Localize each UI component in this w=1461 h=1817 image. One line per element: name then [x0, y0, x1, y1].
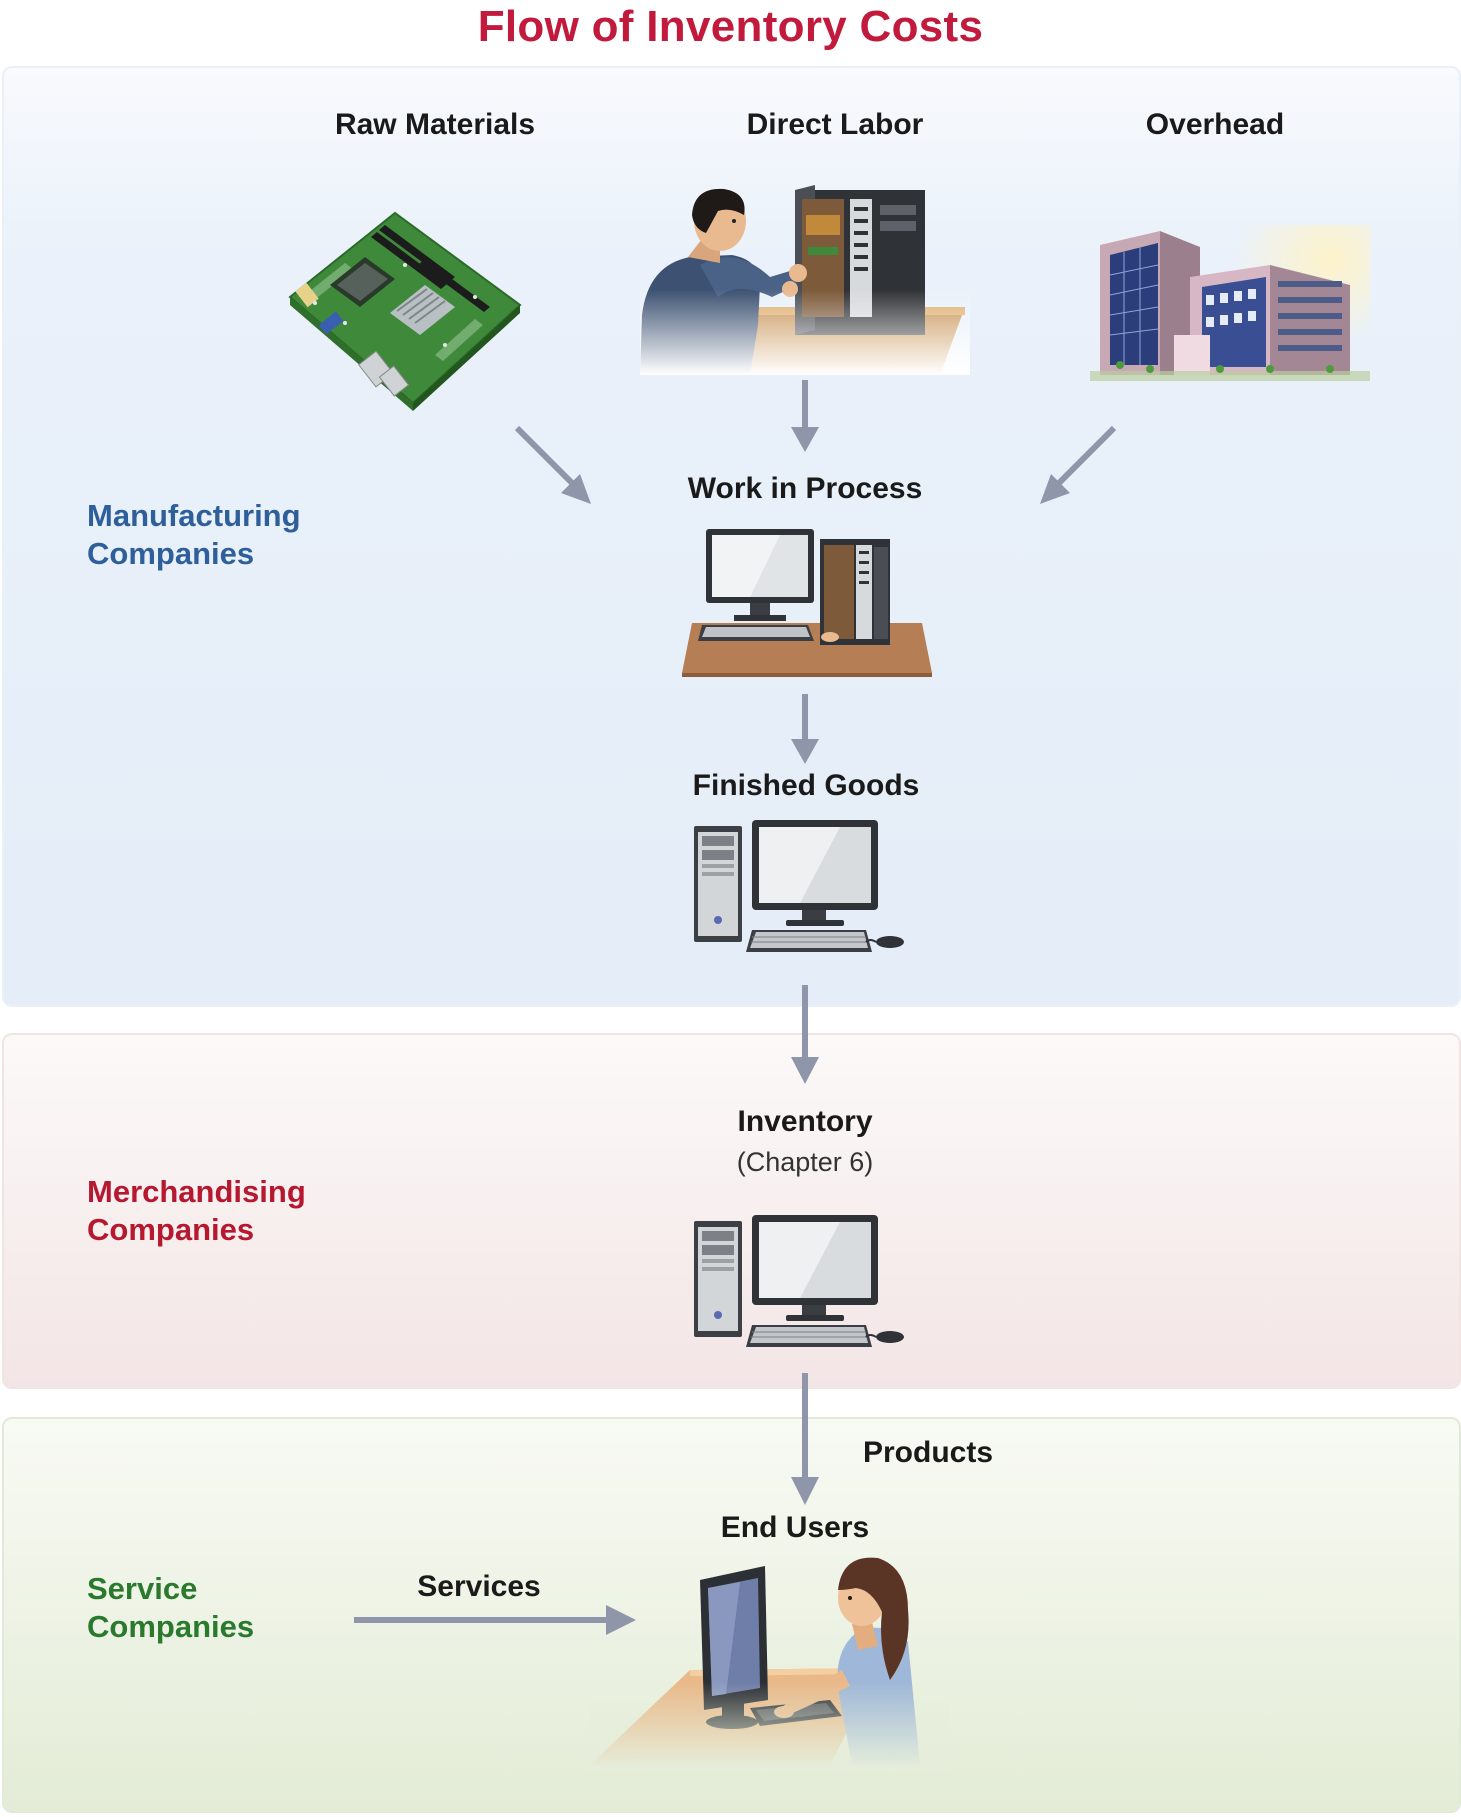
merchandising-companies-label: Merchandising Companies: [87, 1174, 306, 1247]
arrow-overhead-to-wip: [1040, 425, 1117, 504]
partially-assembled-computer-icon: [682, 529, 932, 677]
arrow-finished-goods-to-inventory: [791, 985, 819, 1084]
woman-at-computer-icon: [590, 1550, 950, 1770]
arrow-raw-materials-to-wip: [514, 425, 591, 504]
overhead-label: Overhead: [1145, 108, 1285, 141]
factory-building-icon: [1090, 225, 1370, 381]
arrow-direct-labor-to-wip: [791, 380, 819, 452]
raw-materials-label: Raw Materials: [334, 108, 536, 141]
arrow-inventory-to-end-users: [791, 1373, 819, 1505]
motherboard-icon: [288, 211, 522, 411]
direct-labor-label: Direct Labor: [746, 108, 924, 141]
inventory-label: Inventory: [737, 1105, 873, 1138]
arrow-wip-to-finished-goods: [791, 694, 819, 764]
finished-goods-label: Finished Goods: [692, 769, 920, 802]
diagram-title: Flow of Inventory Costs: [477, 2, 984, 51]
technician-assembling-computer-icon: [640, 185, 970, 375]
end-users-label: End Users: [720, 1511, 870, 1544]
desktop-computer-icon: [694, 820, 904, 952]
chapter-reference: (Chapter 6): [736, 1147, 874, 1177]
inventory-desktop-computer-icon: [694, 1215, 904, 1347]
services-label: Services: [417, 1570, 541, 1603]
service-companies-label: Service Companies: [87, 1571, 255, 1644]
products-label: Products: [862, 1436, 994, 1469]
manufacturing-companies-label: Manufacturing Companies: [87, 498, 301, 571]
work-in-process-label: Work in Process: [687, 472, 923, 505]
